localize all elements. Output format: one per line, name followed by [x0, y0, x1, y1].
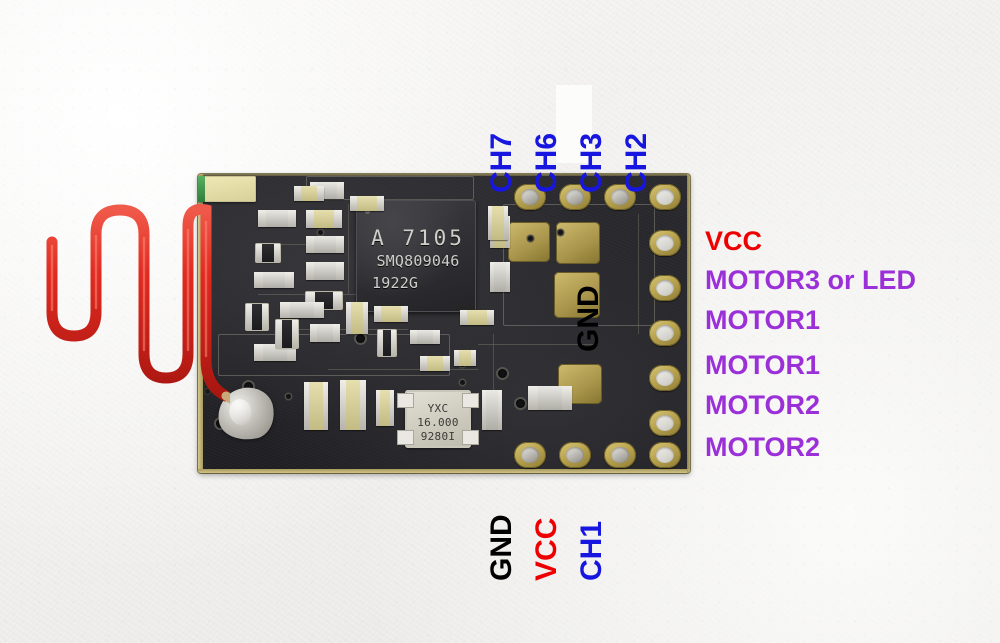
smd-component	[258, 210, 296, 227]
pad-vcc-bottom	[559, 442, 591, 468]
label-motor1-b: MOTOR1	[705, 350, 821, 380]
pad-motor1-b	[649, 365, 681, 391]
ic-marking-line1: A 7105	[371, 226, 465, 250]
pad-gnd	[514, 442, 546, 468]
board-edge-top	[198, 174, 690, 176]
pad-motor1-a	[649, 320, 681, 346]
via	[498, 369, 507, 378]
smd-component	[374, 306, 408, 322]
board-gnd-label: GND	[572, 285, 605, 352]
smd-component	[420, 356, 450, 371]
copper-pour	[556, 222, 600, 264]
label-ch2: CH2	[620, 132, 653, 193]
smd-component	[306, 210, 343, 228]
main-ic-a7105: A 7105 SMQ809046 1922G	[356, 200, 476, 312]
via	[286, 394, 291, 399]
smd-component	[306, 236, 344, 253]
pcb-trace	[493, 334, 494, 404]
pad-ch2	[649, 184, 681, 210]
label-motor2-a: MOTOR2	[705, 390, 821, 420]
smd-component	[410, 330, 440, 344]
smd-component	[254, 344, 296, 361]
label-motor1-a: MOTOR1	[705, 305, 821, 335]
crystal-marking-line2: 16.000	[417, 416, 459, 429]
label-vcc-bottom: VCC	[530, 517, 563, 581]
pcb-board: A 7105 SMQ809046 1922G YXC 16.000 9280I	[198, 174, 690, 473]
pcb-trace	[258, 244, 338, 245]
smd-component	[310, 324, 340, 342]
pad-ch6	[559, 184, 591, 210]
label-gnd-bottom: GND	[485, 514, 518, 581]
via	[356, 334, 365, 343]
via	[318, 230, 323, 235]
label-motor2-b: MOTOR2	[705, 432, 821, 462]
pad-ch3	[604, 184, 636, 210]
ic-pin1-dot	[365, 209, 370, 214]
smd-component	[376, 390, 395, 426]
via	[516, 399, 525, 408]
via	[460, 380, 465, 385]
pad-motor2-a	[649, 410, 681, 436]
smd-component	[256, 244, 280, 262]
smd-component	[294, 186, 324, 201]
smd-component	[460, 310, 494, 325]
ic-marking-line2: SMQ809046	[376, 252, 460, 270]
via	[528, 236, 533, 241]
label-ch3: CH3	[575, 132, 608, 193]
label-backdrop	[556, 85, 592, 163]
led-component	[198, 176, 256, 202]
smd-component	[454, 350, 477, 366]
pad-motor2-b	[649, 442, 681, 468]
pad-vcc	[649, 230, 681, 256]
board-edge-bottom	[198, 469, 690, 473]
smd-component	[340, 380, 366, 430]
smd-component	[280, 302, 324, 318]
crystal-pad	[462, 393, 479, 408]
smd-component	[482, 390, 503, 430]
smd-component	[246, 304, 268, 330]
smd-component	[254, 272, 294, 288]
label-vcc: VCC	[705, 226, 763, 256]
crystal-marking-line1: YXC	[427, 402, 449, 415]
plated-edge-hole	[204, 388, 211, 395]
crystal-marking-line3: 9280I	[420, 430, 456, 443]
label-ch6: CH6	[530, 132, 563, 193]
pcb-trace	[638, 214, 639, 334]
crystal-pad	[397, 393, 414, 408]
board-edge-right	[687, 174, 690, 473]
smd-component	[488, 206, 509, 240]
smd-component	[528, 386, 572, 410]
ic-marking-line3: 1922G	[372, 274, 419, 292]
pad-ch1	[604, 442, 636, 468]
pcb-trace	[348, 204, 349, 294]
via	[558, 230, 563, 235]
smd-component	[346, 302, 369, 334]
pcb-trace	[328, 369, 478, 370]
copper-pour	[508, 222, 550, 262]
smd-component	[306, 262, 344, 280]
smd-component	[350, 196, 384, 211]
crystal-pad	[462, 430, 479, 445]
label-ch1: CH1	[575, 520, 608, 581]
crystal-pad	[397, 430, 414, 445]
pad-motor3-led	[649, 275, 681, 301]
smd-component	[276, 320, 298, 348]
pcb-trace	[478, 344, 598, 345]
copper-pour	[554, 272, 600, 318]
label-motor3-or-led: MOTOR3 or LED	[705, 265, 917, 295]
smd-component	[304, 382, 329, 430]
crystal-oscillator: YXC 16.000 9280I	[397, 390, 479, 448]
smd-component	[490, 262, 511, 292]
pad-ch7	[514, 184, 546, 210]
antenna-wire	[46, 203, 230, 404]
smd-component	[378, 330, 396, 356]
label-ch7: CH7	[485, 132, 518, 193]
